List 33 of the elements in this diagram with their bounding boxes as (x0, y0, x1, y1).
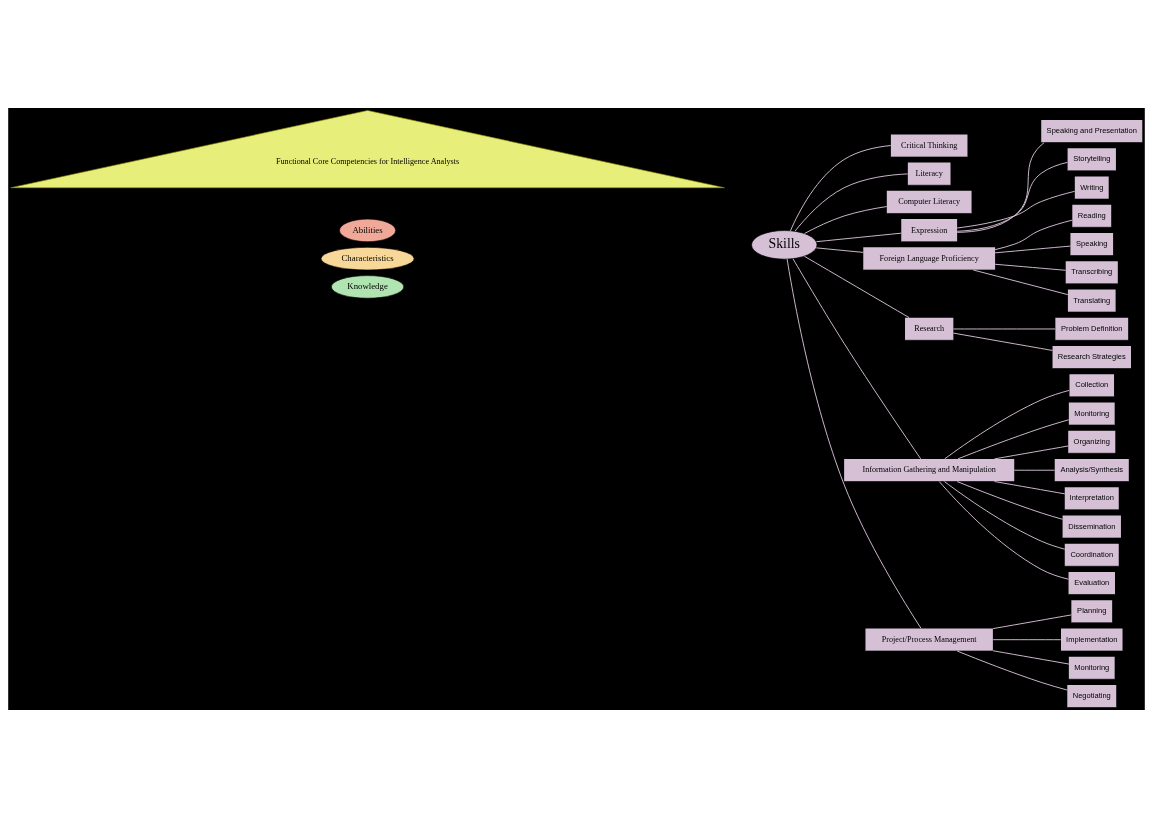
connector (804, 205, 888, 234)
connector (956, 650, 1068, 690)
connector (956, 141, 1045, 233)
connector (956, 190, 1076, 228)
node-ellipse: Skills (751, 229, 818, 259)
connector (994, 245, 1071, 253)
connector (952, 332, 1053, 351)
connector (786, 258, 922, 629)
node-ellipse: Knowledge (331, 274, 405, 299)
connector (944, 480, 1066, 550)
connector (994, 445, 1069, 459)
connector (972, 269, 1069, 295)
connector (994, 263, 1067, 271)
connector (815, 232, 902, 242)
connector (956, 480, 1063, 520)
connector (1013, 469, 1056, 471)
connector (952, 328, 1056, 329)
connector (794, 172, 909, 232)
connector (994, 480, 1066, 494)
connector (957, 418, 1070, 459)
connector (992, 638, 1062, 640)
node-ellipse: Characteristics (320, 246, 415, 270)
connector (789, 144, 892, 231)
connector (994, 219, 1073, 250)
connector (992, 613, 1072, 629)
connector (944, 389, 1070, 459)
connector (815, 246, 864, 253)
node-ellipse: Abilities (339, 218, 396, 242)
connector (956, 161, 1068, 232)
connector (992, 649, 1070, 664)
connector (792, 257, 922, 459)
connector (803, 255, 910, 318)
connector (938, 480, 1069, 580)
